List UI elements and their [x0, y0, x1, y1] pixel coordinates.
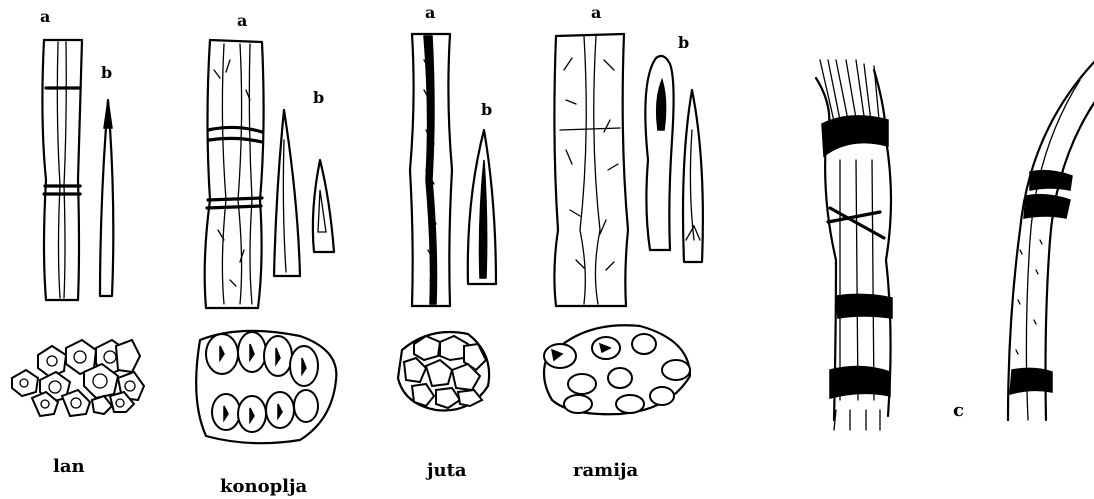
juta-fiber-a [410, 34, 452, 306]
ramija-group: a b ramija [544, 3, 703, 481]
konoplja-fiber-b [274, 110, 334, 276]
juta-cross-section [398, 332, 489, 411]
juta-label-b: b [481, 100, 492, 119]
konoplja-cross-section [196, 331, 336, 443]
konoplja-group: a b [196, 11, 336, 497]
ramija-fiber-a [554, 34, 628, 306]
juta-label-a: a [425, 3, 435, 22]
lan-fiber-b [100, 100, 113, 296]
ramija-label-b: b [678, 33, 689, 52]
fiber-c-left [816, 60, 892, 430]
lan-group: a b [12, 7, 144, 477]
juta-fiber-b [468, 130, 496, 284]
lan-label-b: b [101, 63, 112, 82]
konoplja-label-a: a [237, 11, 247, 30]
lan-cross-section [12, 340, 144, 416]
lan-name-label: lan [53, 456, 85, 477]
konoplja-fiber-a [205, 40, 264, 308]
ramija-name-label: ramija [573, 460, 639, 481]
juta-name-label: juta [425, 460, 467, 481]
konoplja-name-label: konoplja [220, 476, 308, 497]
ramija-fiber-b [645, 56, 703, 262]
lan-fiber-a [42, 40, 82, 300]
ramija-cross-section [544, 325, 690, 414]
ramija-label-a: a [591, 3, 601, 22]
lan-label-a: a [40, 7, 50, 26]
fiber-c-right [1008, 60, 1094, 420]
juta-group: a b juta [398, 3, 496, 481]
konoplja-label-b: b [313, 88, 324, 107]
fiber-c-label: c [953, 400, 964, 421]
